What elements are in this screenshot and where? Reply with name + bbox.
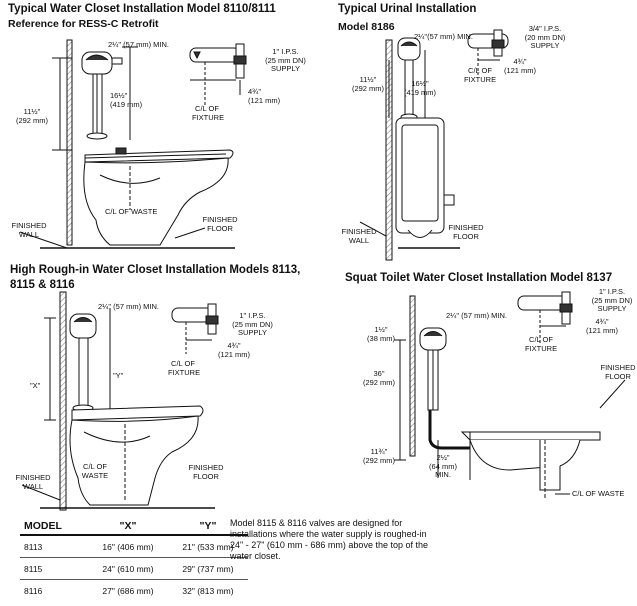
- urinal-drawing: [359, 29, 509, 261]
- high-rough-x-label: "X": [30, 381, 41, 390]
- squat-ips-label: 1" I.P.S.(25 mm DN)SUPPLY: [591, 287, 633, 313]
- squat-dim-11: 11¾"(292 mm): [362, 447, 396, 465]
- high-rough-title-1: High Rough-in Water Closet Installation …: [10, 264, 301, 276]
- urinal-dim-4: 4¾"(121 mm): [503, 57, 537, 75]
- table-cell-x: 27" (686 mm): [88, 579, 168, 601]
- squat-dim-4: 4¾"(121 mm): [585, 317, 619, 335]
- table-cell-y: 29" (737 mm): [168, 557, 248, 580]
- table-cell-model: 8116: [20, 579, 88, 601]
- model-note: Model 8115 & 8116 valves are designed fo…: [230, 518, 428, 561]
- urinal-dim-16: 16½"(419 mm): [403, 79, 437, 97]
- wc8110-dim-16: 16½"(419 mm): [110, 91, 143, 109]
- table-header-x: "X": [88, 517, 168, 536]
- urinal-subtitle: Model 8186: [338, 21, 395, 33]
- wc8110-subtitle: Reference for RESS-C Retrofit: [8, 18, 159, 30]
- wc8110-dim-4: 4¾"(121 mm): [248, 87, 281, 105]
- urinal-min-label: 2¼"(57 mm) MIN.: [414, 32, 473, 41]
- high-rough-title-2: 8115 & 8116: [10, 279, 75, 291]
- table-cell-y: 32" (813 mm): [168, 579, 248, 601]
- wc8110-dim-11: 11½"(292 mm): [15, 107, 49, 125]
- squat-dim-2: 2½"(64 mm)MIN.: [429, 453, 457, 479]
- table-header-y: "Y": [168, 517, 248, 536]
- squat-dim-36: 36"(292 mm): [362, 369, 396, 387]
- high-rough-y-label: "Y": [113, 371, 124, 380]
- table-row: 8113 16" (406 mm) 21" (533 mm): [20, 534, 248, 558]
- table-row: 8115 24" (610 mm) 29" (737 mm): [20, 557, 248, 580]
- squat-dim-1-5: 1½"(38 mm): [367, 325, 395, 343]
- squat-title: Squat Toilet Water Closet Installation M…: [345, 272, 613, 284]
- wc8110-min-label: 2¼" (57 mm) MIN.: [108, 40, 170, 49]
- high-rough-drawing: [21, 291, 219, 511]
- squat-drawing: [394, 291, 626, 500]
- squat-min-label: 2¼" (57 mm) MIN.: [446, 311, 508, 320]
- model-dimensions-table: MODEL "X" "Y" 8113 16" (406 mm) 21" (533…: [20, 517, 248, 601]
- wc8110-drawing: [19, 39, 247, 249]
- wc8110-cl-waste: C/L OF WASTE: [105, 207, 158, 216]
- table-cell-x: 24" (610 mm): [88, 557, 168, 580]
- high-rough-ips-label: 1" I.P.S.(25 mm DN)SUPPLY: [232, 311, 273, 337]
- urinal-dim-11: 11½"(292 mm): [351, 75, 385, 93]
- table-cell-x: 16" (406 mm): [88, 534, 168, 558]
- table-header-row: MODEL "X" "Y": [20, 517, 248, 536]
- table-row: 8116 27" (686 mm) 32" (813 mm): [20, 579, 248, 601]
- wc8110-ips-label: 1" I.P.S.(25 mm DN)SUPPLY: [265, 47, 306, 73]
- high-rough-dim-4: 4¾"(121 mm): [217, 341, 251, 359]
- urinal-title: Typical Urinal Installation: [338, 3, 477, 15]
- table-cell-y: 21" (533 mm): [168, 534, 248, 558]
- urinal-ips-label: 3/4" I.P.S.(20 mm DN)SUPPLY: [524, 24, 566, 50]
- table-header-model: MODEL: [20, 517, 88, 536]
- high-rough-min-label: 2¼" (57 mm) MIN.: [98, 302, 160, 311]
- squat-cl-waste: C/L OF WASTE: [572, 489, 625, 498]
- wc8110-title: Typical Water Closet Installation Model …: [8, 3, 276, 15]
- table-cell-model: 8115: [20, 557, 88, 580]
- table-cell-model: 8113: [20, 534, 88, 558]
